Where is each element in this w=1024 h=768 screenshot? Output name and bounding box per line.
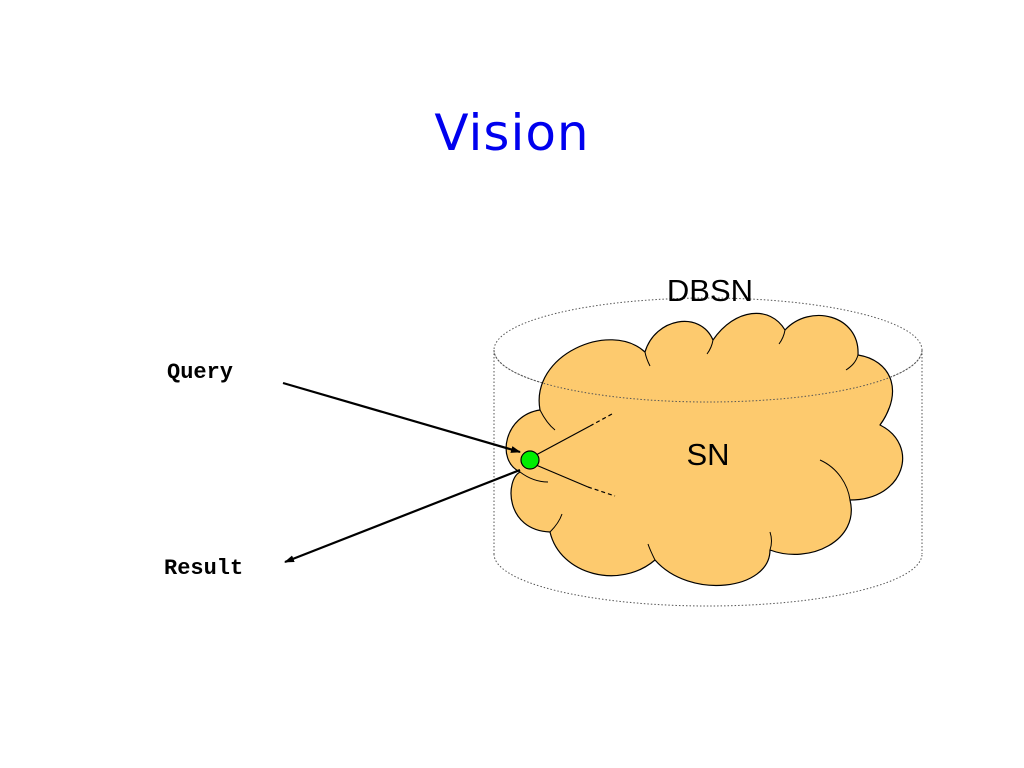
cylinder-top-front-arc <box>493 349 923 403</box>
dbsn-label: DBSN <box>667 273 753 308</box>
sn-cloud-shape <box>505 312 904 587</box>
result-arrow <box>284 468 521 564</box>
result-label: Result <box>164 556 243 581</box>
node-link-lower <box>535 464 589 488</box>
sn-cloud-detail <box>539 409 556 431</box>
sn-cloud-detail <box>644 351 651 367</box>
node-link-lower-dashed <box>587 486 616 497</box>
sn-label: SN <box>686 437 729 472</box>
sn-cloud-detail <box>778 329 786 345</box>
slide-title: Vision <box>434 104 590 162</box>
sn-cloud-detail <box>769 531 772 551</box>
query-label: Query <box>167 360 233 385</box>
sn-cloud-detail <box>819 459 851 501</box>
node-links <box>535 413 616 497</box>
entry-node <box>520 450 540 470</box>
sn-cloud <box>505 312 904 587</box>
sn-cloud-detail <box>706 339 714 355</box>
node-link-upper <box>535 425 591 456</box>
sn-cloud-detail <box>845 354 859 371</box>
sn-cloud-detail <box>519 471 549 483</box>
cylinder-bottom-arc <box>493 553 923 607</box>
sn-cloud-detail <box>647 543 656 561</box>
query-arrow <box>282 381 521 454</box>
sn-cloud-detail <box>549 513 563 533</box>
sn-cloud-detail <box>879 407 890 426</box>
